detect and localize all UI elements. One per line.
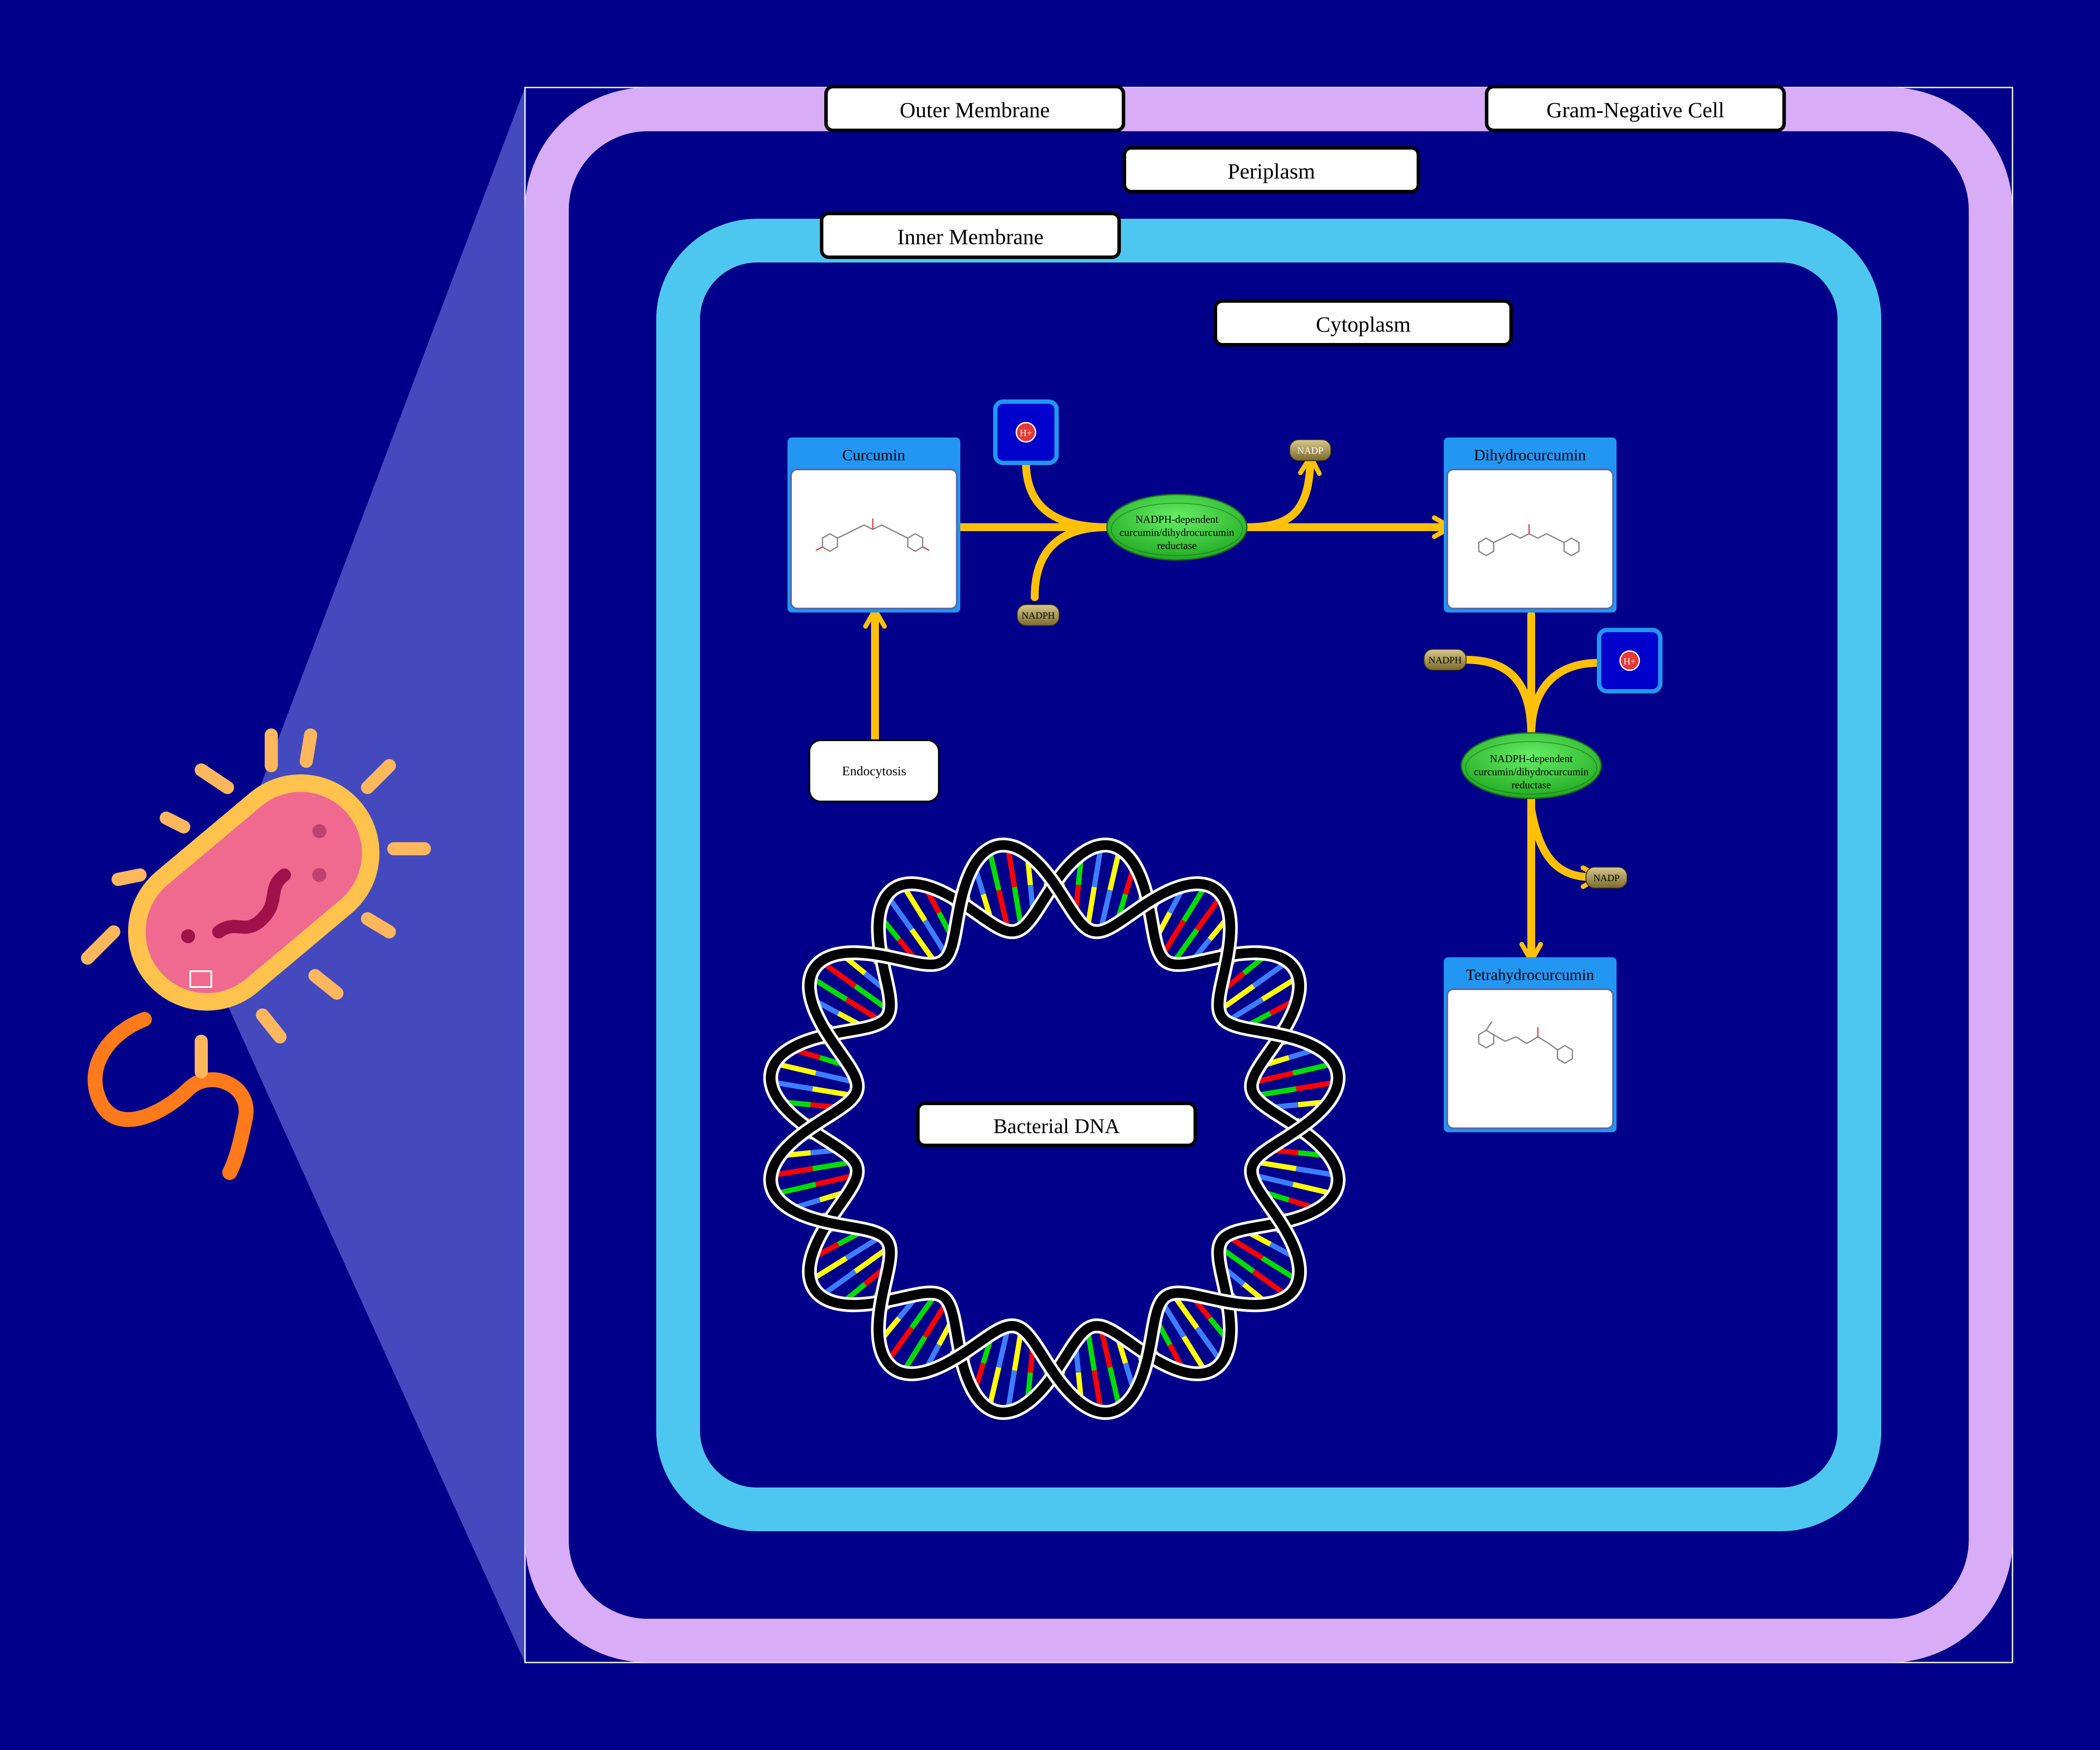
enzyme-node-2: NADPH-dependent curcumin/dihydrocurcumin… bbox=[1460, 732, 1602, 799]
arrow-enzyme2-to-nadp bbox=[1527, 805, 1602, 889]
svg-text:NADPH: NADPH bbox=[1428, 654, 1462, 665]
dna-strand-2 bbox=[766, 840, 1343, 1418]
svg-text:curcumin/dihydrocurcumin: curcumin/dihydrocurcumin bbox=[1120, 527, 1235, 539]
compound-curcumin: Curcumin bbox=[788, 438, 960, 612]
svg-text:NADPH-dependent: NADPH-dependent bbox=[1135, 514, 1218, 525]
svg-text:Tetrahydrocurcumin: Tetrahydrocurcumin bbox=[1466, 966, 1594, 984]
hydrogen-ion-icon-1: H+ bbox=[993, 399, 1059, 465]
svg-text:Curcumin: Curcumin bbox=[842, 446, 905, 464]
bacterium-icon bbox=[81, 728, 431, 1180]
svg-text:Outer Membrane: Outer Membrane bbox=[900, 98, 1050, 122]
svg-text:NADP: NADP bbox=[1593, 872, 1620, 883]
svg-text:Bacterial DNA: Bacterial DNA bbox=[993, 1115, 1120, 1138]
arrow-h-to-enzyme2 bbox=[1527, 659, 1603, 739]
svg-text:reductase: reductase bbox=[1512, 780, 1551, 791]
cofactor-nadp-2: NADP bbox=[1586, 867, 1628, 889]
svg-text:curcumin/dihydrocurcumin: curcumin/dihydrocurcumin bbox=[1474, 766, 1589, 778]
endocytosis-node: Endocytosis bbox=[808, 739, 940, 802]
cofactor-nadp-1: NADP bbox=[1289, 439, 1331, 461]
curcumin-structure-icon bbox=[816, 518, 930, 552]
gram-negative-label: Gram-Negative Cell bbox=[1485, 85, 1786, 132]
svg-text:reductase: reductase bbox=[1157, 540, 1197, 552]
svg-text:NADPH-dependent: NADPH-dependent bbox=[1490, 753, 1573, 765]
svg-text:NADPH: NADPH bbox=[1022, 610, 1055, 621]
enzyme-node-1: NADPH-dependent curcumin/dihydrocurcumin… bbox=[1106, 494, 1248, 561]
arrow-enzyme1-to-nadp bbox=[1243, 454, 1322, 531]
bacterial-dna-label: Bacterial DNA bbox=[916, 1102, 1197, 1147]
arrow-h-to-enzyme1 bbox=[1022, 458, 1111, 531]
cofactor-nadph-2: NADPH bbox=[1424, 649, 1466, 671]
bacterial-dna-ring bbox=[763, 837, 1346, 1420]
dihydrocurcumin-structure-icon bbox=[1478, 524, 1580, 556]
outer-membrane-label: Outer Membrane bbox=[824, 85, 1125, 132]
arrow-nadph-to-enzyme2 bbox=[1462, 656, 1535, 739]
inner-membrane bbox=[656, 219, 1881, 1531]
cofactor-nadph-1: NADPH bbox=[1017, 604, 1060, 626]
svg-text:Inner Membrane: Inner Membrane bbox=[897, 224, 1044, 249]
svg-text:Cytoplasm: Cytoplasm bbox=[1316, 312, 1411, 336]
svg-text:Periplasm: Periplasm bbox=[1228, 159, 1315, 183]
svg-text:H+: H+ bbox=[1020, 427, 1032, 438]
cytoplasm-label: Cytoplasm bbox=[1214, 299, 1513, 346]
compound-dihydrocurcumin: Dihydrocurcumin bbox=[1444, 438, 1617, 612]
arrow-nadph-to-enzyme1 bbox=[1031, 523, 1111, 601]
compound-tetrahydrocurcumin: Tetrahydrocurcumin bbox=[1444, 957, 1617, 1132]
svg-text:Dihydrocurcumin: Dihydrocurcumin bbox=[1474, 446, 1586, 464]
hydrogen-ion-icon-2: H+ bbox=[1597, 628, 1662, 693]
svg-text:H+: H+ bbox=[1624, 656, 1636, 667]
svg-text:NADP: NADP bbox=[1297, 445, 1323, 456]
outer-membrane bbox=[525, 88, 2012, 1662]
tetrahydrocurcumin-structure-icon bbox=[1478, 1021, 1573, 1064]
svg-text:Gram-Negative Cell: Gram-Negative Cell bbox=[1547, 98, 1725, 122]
periplasm-label: Periplasm bbox=[1123, 146, 1420, 193]
inner-membrane-label: Inner Membrane bbox=[820, 212, 1121, 259]
svg-text:Endocytosis: Endocytosis bbox=[842, 764, 906, 778]
